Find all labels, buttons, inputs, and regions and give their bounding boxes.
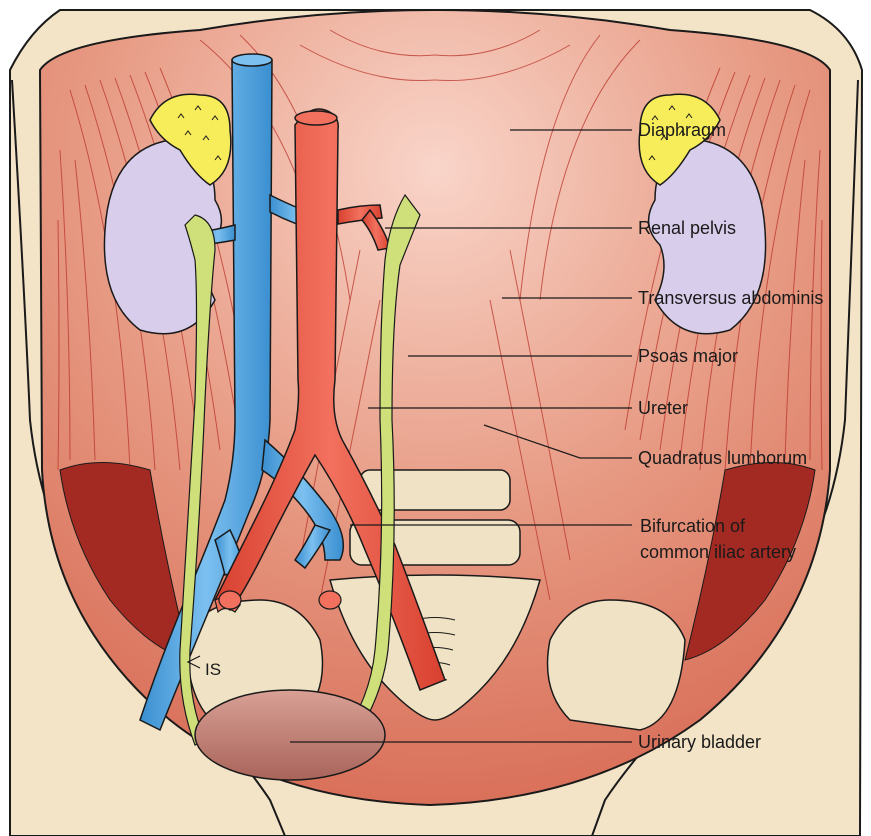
label-psoas-major: Psoas major (638, 346, 738, 366)
label-diaphragm: Diaphragm (638, 120, 726, 140)
label-ureter: Ureter (638, 398, 688, 418)
label-bifurcation-line2: common iliac artery (640, 542, 796, 562)
label-bifurcation-line1: Bifurcation of (640, 516, 746, 536)
label-urinary-bladder: Urinary bladder (638, 732, 761, 752)
urinary-bladder (195, 690, 385, 780)
label-quadratus-lumborum: Quadratus lumborum (638, 448, 807, 468)
label-renal-pelvis: Renal pelvis (638, 218, 736, 238)
label-transversus-abdominis: Transversus abdominis (638, 288, 823, 308)
is-label: IS (205, 660, 221, 679)
